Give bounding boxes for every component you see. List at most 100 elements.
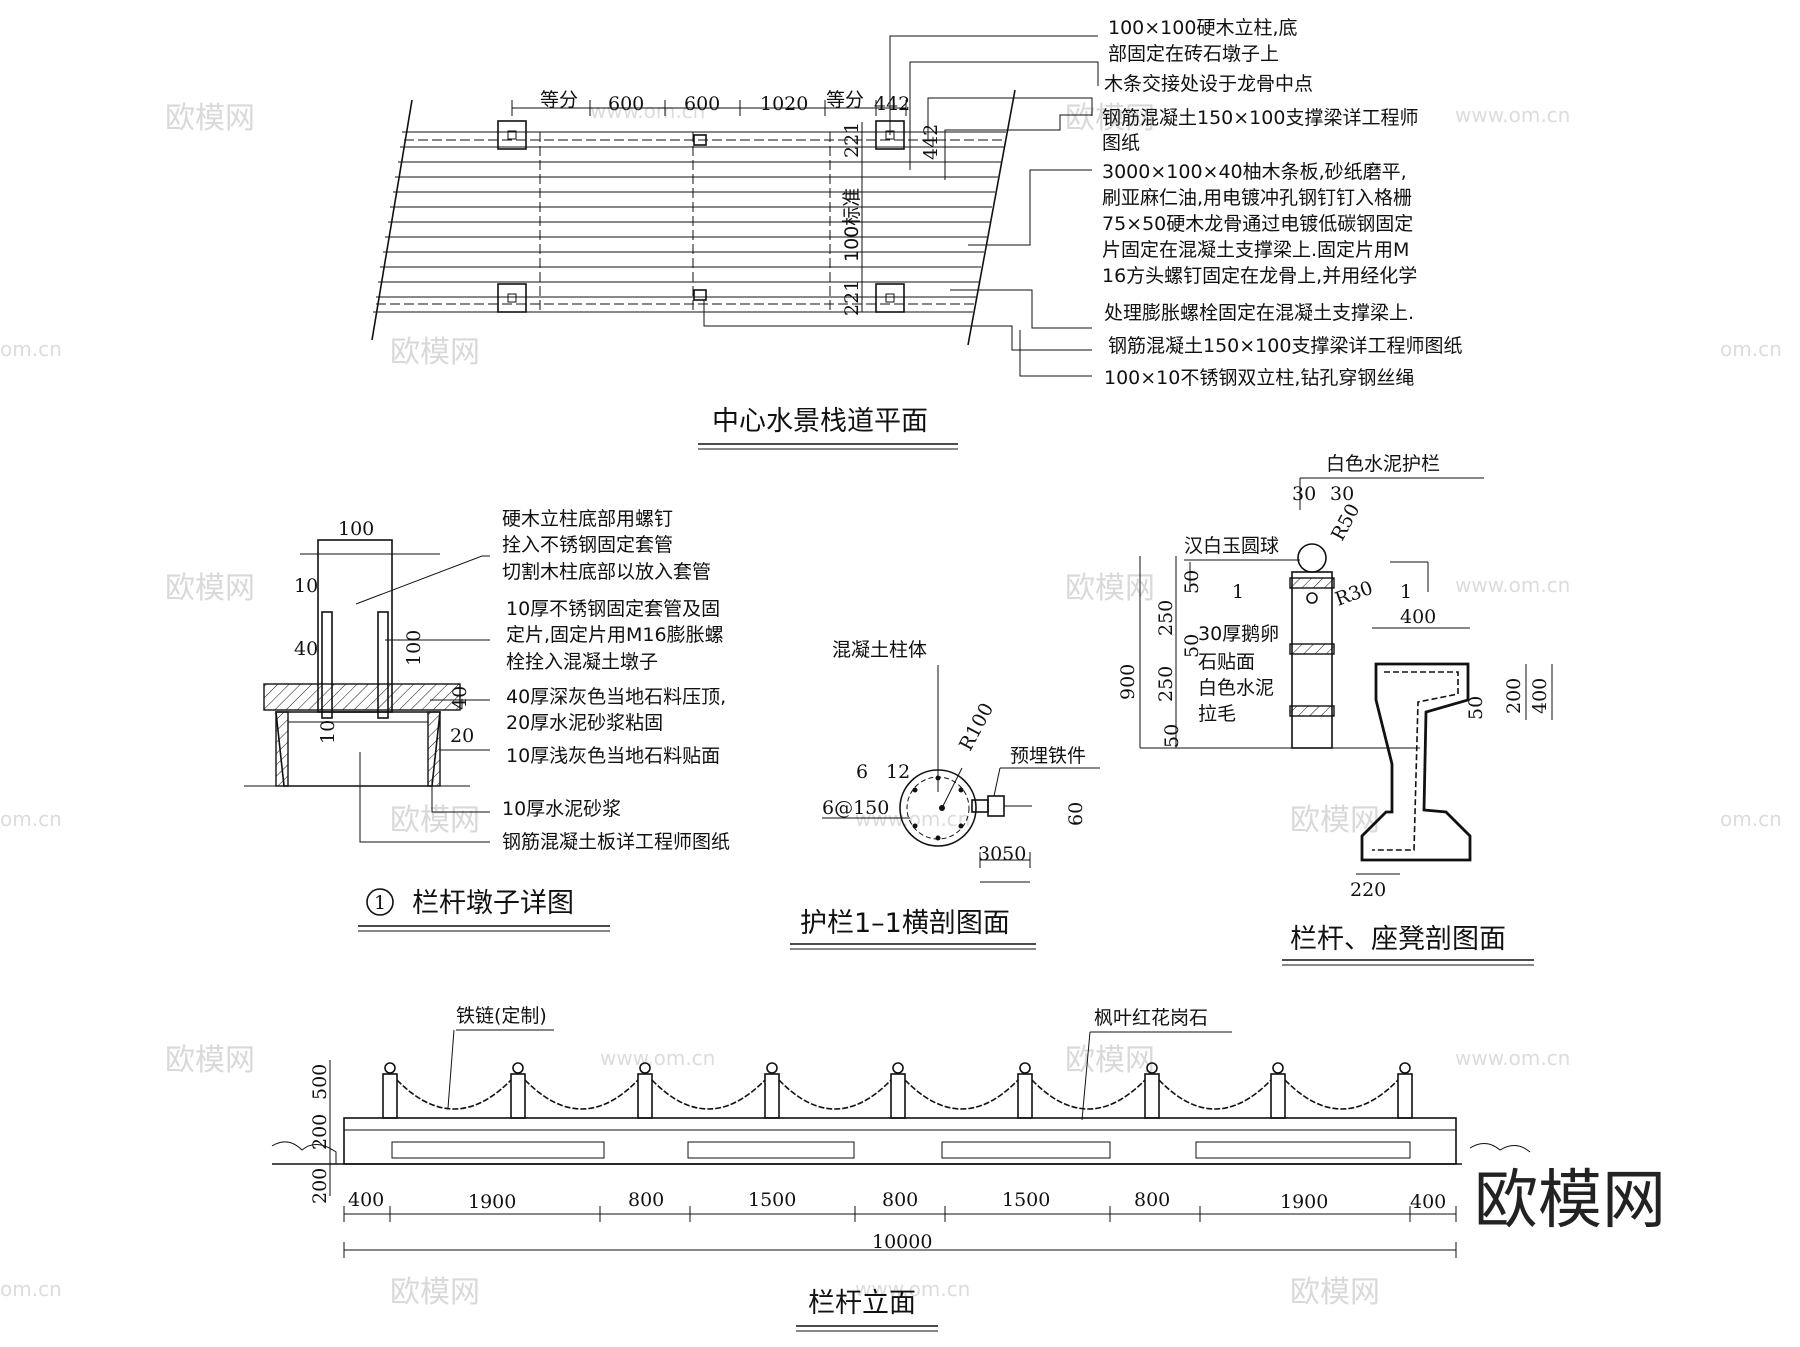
plan-post xyxy=(497,283,527,313)
section-label-body: 混凝土柱体 xyxy=(832,639,927,661)
seat-dim: 400 xyxy=(1529,678,1551,714)
section-dim: 6 xyxy=(856,761,868,783)
seat-dim: R50 xyxy=(1327,500,1364,544)
plan-dim: 600 xyxy=(684,93,720,115)
plan-dim: 442 xyxy=(920,124,942,160)
pier-dim: 10 xyxy=(294,575,318,597)
plan-dim: 等分 xyxy=(540,89,578,111)
pier-base xyxy=(275,711,441,787)
seat-dim: 900 xyxy=(1117,664,1139,700)
pier-note-line: 10厚水泥砂浆 xyxy=(502,798,621,820)
pier-note-line: 40厚深灰色当地石料压顶, xyxy=(506,686,726,708)
elevation-segment: 1500 xyxy=(1002,1189,1050,1211)
seat-dim: 50 xyxy=(1181,570,1203,594)
pier-note-line: 钢筋混凝土板详工程师图纸 xyxy=(502,831,730,853)
watermarks: 欧模网 欧模网 www.om.cn www.om.cn 欧模网 om.cn om… xyxy=(0,99,1782,1310)
section-dim: 60 xyxy=(1065,802,1087,826)
pier-dim: 100 xyxy=(403,630,425,666)
seat-post xyxy=(1291,571,1333,749)
pier-dim: 10 xyxy=(317,720,339,744)
plan-steel-post xyxy=(693,289,707,301)
seat-dim: 50 xyxy=(1465,696,1487,720)
watermark-url: om.cn xyxy=(1720,337,1782,361)
plan-note-line: 100×10不锈钢双立柱,钻孔穿钢丝绳 xyxy=(1104,367,1414,389)
railing-elevation: 铁链(定制) 枫叶红花岗石 xyxy=(271,1005,1531,1332)
elevation-segment: 400 xyxy=(1410,1191,1446,1213)
plan-dim: 600 xyxy=(608,93,644,115)
watermark-url: om.cn xyxy=(0,1277,62,1301)
plan-leaders xyxy=(703,35,1099,377)
plan-notes: 100×100硬木立柱,底 部固定在砖石墩子上 木条交接处设于龙骨中点 钢筋混凝… xyxy=(1102,17,1462,389)
seat-label: 白色水泥 xyxy=(1198,677,1274,699)
seat-label: 30厚鹅卵 xyxy=(1198,623,1279,645)
elevation-segment-ticks xyxy=(343,1206,1457,1222)
watermark-brand: 欧模网 xyxy=(1065,1043,1155,1078)
plan-post xyxy=(497,120,527,150)
elevation-segment: 800 xyxy=(1134,1189,1170,1211)
pier-detail-number: 1 xyxy=(374,892,386,914)
elevation-segment: 800 xyxy=(882,1189,918,1211)
pier-notes: 硬木立柱底部用螺钉 拴入不锈钢固定套管 切割木柱底部以放入套管 10厚不锈钢固定… xyxy=(502,508,730,853)
plan-post xyxy=(875,283,905,313)
plan-planks xyxy=(373,131,1006,313)
seat-dim: 30 xyxy=(1330,483,1354,505)
plan-note-line: 钢筋混凝土150×100支撑梁详工程师图纸 xyxy=(1108,335,1462,357)
plan-break-right xyxy=(967,89,1016,346)
pier-dim: 100 xyxy=(338,518,374,540)
plan-note-line: 3000×100×40柚木条板,砂纸磨平, xyxy=(1102,161,1407,183)
section-dim: 6@150 xyxy=(822,797,889,819)
pier-leaders xyxy=(355,555,490,843)
plan-note-line: 木条交接处设于龙骨中点 xyxy=(1104,73,1313,95)
elevation-dim-v: 200 xyxy=(309,1114,331,1150)
pier-note-line: 10厚不锈钢固定套管及固 xyxy=(506,598,720,620)
pier-note-line: 定片,固定片用M16膨胀螺 xyxy=(506,624,724,646)
elevation-segment: 1900 xyxy=(1280,1191,1328,1213)
seat-label: 白色水泥护栏 xyxy=(1326,453,1440,475)
pier-note-line: 拴入不锈钢固定套管 xyxy=(502,534,673,556)
plan-note-line: 75×50硬木龙骨通过电镀低碳钢固定 xyxy=(1102,213,1413,235)
elevation-label-chain: 铁链(定制) xyxy=(456,1005,547,1027)
elevation-segment: 1900 xyxy=(468,1191,516,1213)
elevation-chains xyxy=(396,1079,1399,1110)
section-label-embed: 预埋铁件 xyxy=(1010,745,1086,767)
plan-note-line: 钢筋混凝土150×100支撑梁详工程师 xyxy=(1102,107,1418,129)
pier-note-line: 栓拴入混凝土墩子 xyxy=(506,651,658,673)
elevation-segment: 800 xyxy=(628,1189,664,1211)
elevation-curb xyxy=(343,1117,1457,1165)
seat-dim: 250 xyxy=(1155,600,1177,636)
seat-label: 石贴面 xyxy=(1198,651,1255,673)
plan-note-line: 16方头螺钉固定在龙骨上,并用经化学 xyxy=(1102,265,1417,287)
elevation-title: 栏杆立面 xyxy=(808,1288,916,1319)
section-column-outline xyxy=(899,769,977,847)
elevation-total: 10000 xyxy=(872,1231,932,1253)
seat-dim: R30 xyxy=(1332,577,1376,611)
watermark-url: om.cn xyxy=(0,807,62,831)
elevation-label-stone: 枫叶红花岗石 xyxy=(1094,1007,1208,1029)
watermark-url: www.om.cn xyxy=(600,1046,715,1070)
plan-note-line: 部固定在砖石墩子上 xyxy=(1108,43,1279,65)
pier-note-line: 20厚水泥砂浆粘固 xyxy=(506,712,663,734)
watermark-brand: 欧模网 xyxy=(165,1043,255,1078)
seat-title: 栏杆、座凳剖图面 xyxy=(1290,924,1506,955)
plan-note-line: 100×100硬木立柱,底 xyxy=(1108,17,1298,39)
watermark-url: om.cn xyxy=(0,337,62,361)
seat-dim: 200 xyxy=(1503,678,1525,714)
pier-dim: 20 xyxy=(450,725,474,747)
seat-dim: 1 xyxy=(1232,581,1244,603)
watermark-brand: 欧模网 xyxy=(1065,101,1155,136)
seat-dim: 1 xyxy=(1400,581,1412,603)
seat-dim: 400 xyxy=(1400,606,1436,628)
plan-note-line: 刷亚麻仁油,用电镀冲孔钢钉钉入格栅 xyxy=(1102,187,1412,209)
pier-note-line: 切割木柱底部以放入套管 xyxy=(502,561,711,583)
seat-profile xyxy=(1360,662,1472,862)
seat-section: 白色水泥护栏 30 30 R50 汉白玉圆球 R30 30厚鹅卵 石贴面 白色水… xyxy=(1117,453,1553,966)
seat-label: 拉毛 xyxy=(1198,703,1236,725)
watermark-brand: 欧模网 xyxy=(165,101,255,136)
plan-note-line: 片固定在混凝土支撑梁上.固定片用M xyxy=(1102,239,1409,261)
plan-dim: 等分 xyxy=(826,89,864,111)
watermark-brand: 欧模网 xyxy=(1065,571,1155,606)
seat-label: 汉白玉圆球 xyxy=(1184,535,1279,557)
pier-note-line: 10厚浅灰色当地石料贴面 xyxy=(506,745,720,767)
elevation-segment: 400 xyxy=(348,1189,384,1211)
plan-steel-post xyxy=(693,134,707,146)
